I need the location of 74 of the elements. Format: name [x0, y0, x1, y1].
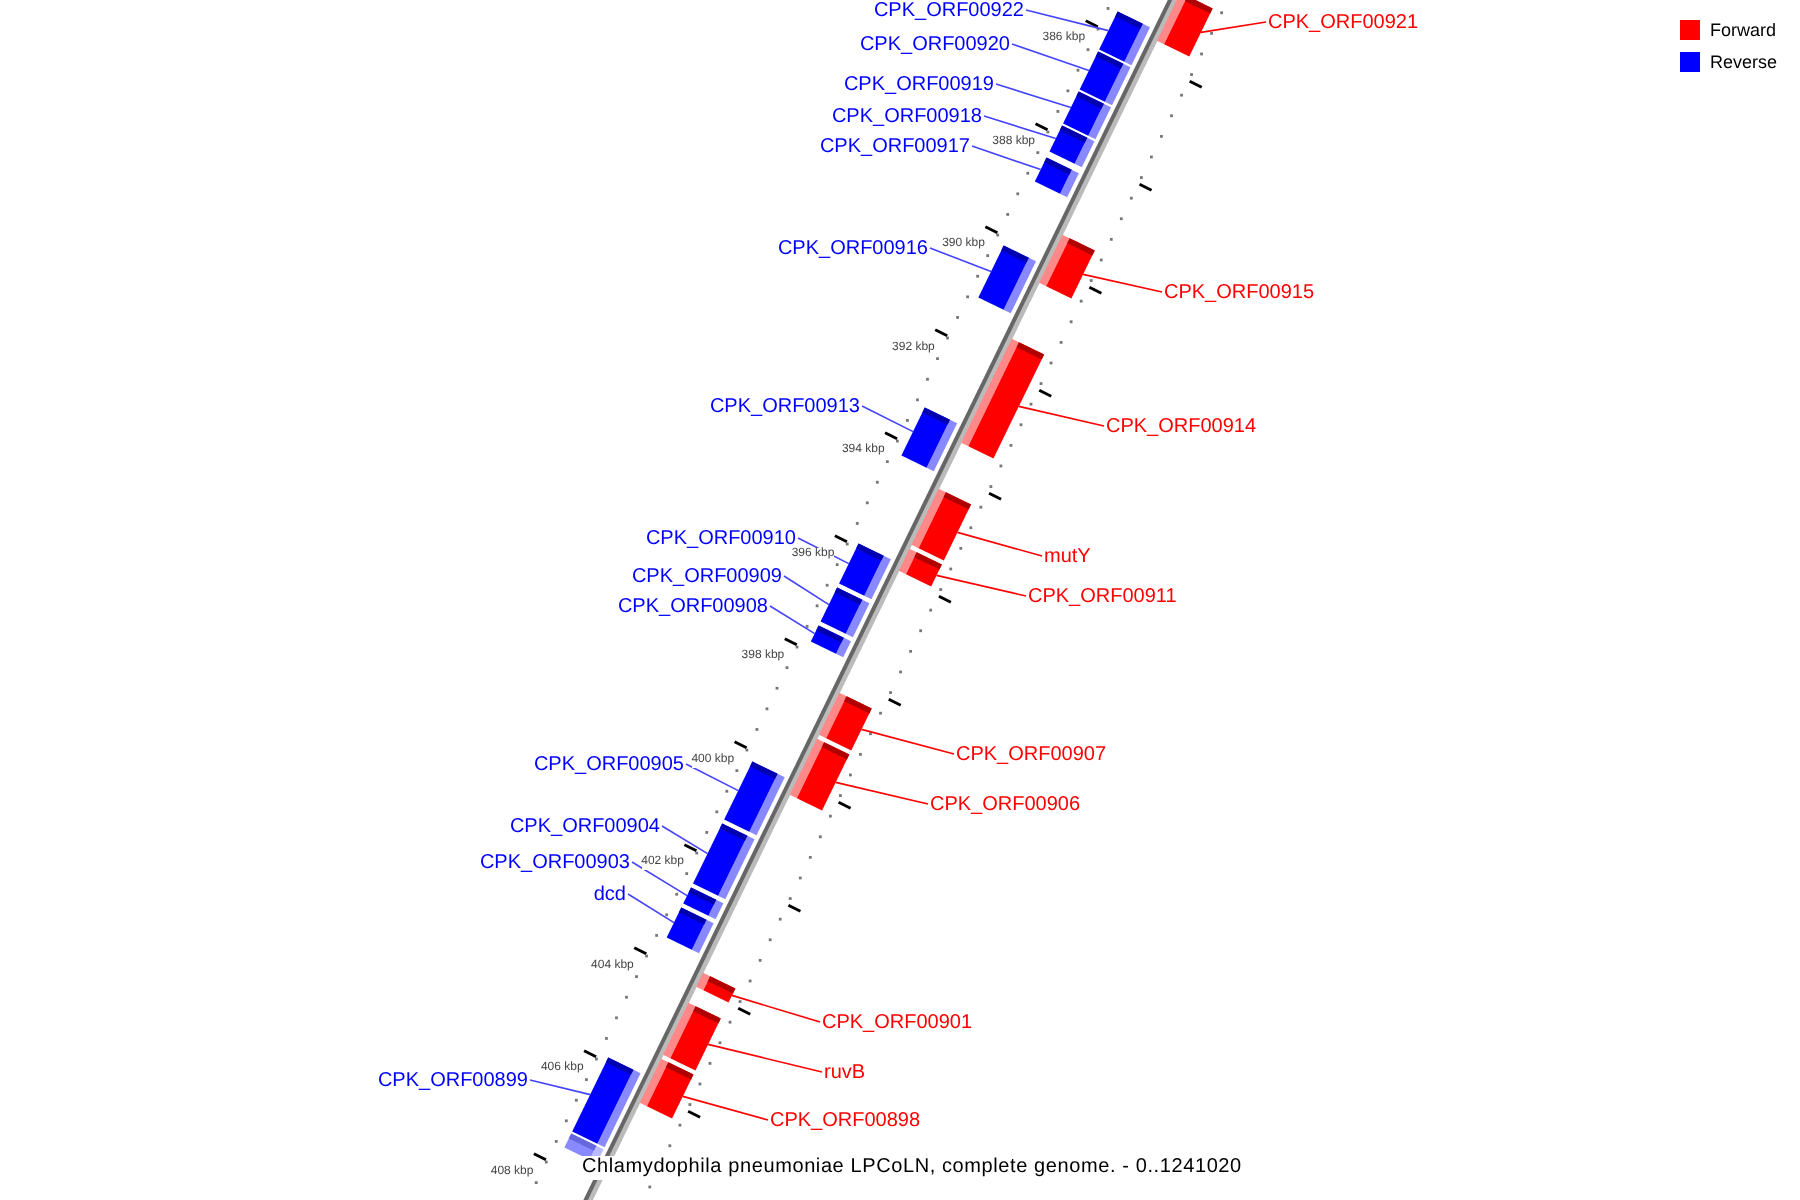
leader-line: [627, 893, 675, 924]
gene-block: [1099, 11, 1150, 66]
gene-label: CPK_ORF00922: [873, 0, 1024, 23]
leader-line: [707, 1043, 823, 1073]
leader-line: [1200, 21, 1267, 34]
leader-line: [681, 1095, 769, 1121]
gene-block: [789, 738, 850, 811]
gene-label: CPK_ORF00911: [1028, 583, 1177, 609]
legend-label: Reverse: [1710, 51, 1778, 73]
gene-block: [724, 761, 785, 836]
gene-label: CPK_ORF00919: [843, 71, 994, 97]
gene-block: [1079, 51, 1131, 106]
gene-block: [901, 407, 958, 472]
gene-block: [818, 692, 872, 751]
gene-label: CPK_ORF00903: [479, 849, 630, 875]
gene-label: dcd: [593, 881, 626, 907]
leader-line: [631, 861, 688, 897]
leader-line: [1011, 43, 1090, 72]
gene-label: CPK_ORF00915: [1164, 279, 1315, 305]
leader-line: [783, 575, 830, 606]
gene-label: CPK_ORF00917: [819, 133, 970, 159]
gene-block: [639, 1058, 694, 1119]
gene-block: [820, 587, 870, 638]
leader-line: [731, 994, 821, 1023]
gene-label: CPK_ORF00907: [956, 741, 1107, 767]
gene-block: [978, 245, 1037, 314]
gene-label: ruvB: [824, 1059, 866, 1085]
gene-block: [1049, 125, 1095, 168]
leader-line: [1025, 9, 1110, 32]
gene-label: CPK_ORF00904: [509, 813, 660, 839]
gene-label: mutY: [1044, 543, 1091, 569]
gene-block: [666, 907, 714, 954]
gene-label: CPK_ORF00921: [1268, 9, 1419, 35]
leader-line: [529, 1079, 591, 1096]
leader-line: [685, 763, 740, 792]
leader-line: [995, 83, 1072, 109]
leader-line: [983, 115, 1057, 140]
gene-block: [911, 488, 972, 561]
gene-block: [1034, 157, 1079, 198]
leader-line: [661, 825, 709, 855]
gene-label: CPK_ORF00910: [645, 525, 796, 551]
gene-block: [1156, 0, 1213, 57]
gene-block: [810, 625, 851, 658]
gene-label: CPK_ORF00918: [831, 103, 982, 129]
gene-block: [839, 543, 891, 600]
gene-block: [663, 1002, 721, 1071]
gene-label: CPK_ORF00914: [1106, 413, 1257, 439]
gene-label: CPK_ORF00908: [617, 593, 768, 619]
gene-block: [961, 338, 1045, 459]
leader-line: [860, 728, 955, 755]
leader-line: [1082, 273, 1163, 293]
gene-block: [692, 823, 755, 900]
leader-line: [769, 605, 816, 635]
gene-label: CPK_ORF00901: [822, 1009, 973, 1035]
leader-line: [861, 405, 914, 433]
caption: Chlamydophila pneumoniae LPCoLN, complete genome. - 0..1241020: [580, 1156, 1244, 1180]
gene-label: CPK_ORF00909: [631, 563, 782, 589]
gene-label: CPK_ORF00913: [709, 393, 860, 419]
gene-block: [898, 548, 942, 587]
leader-line: [1018, 405, 1105, 427]
legend-label: Forward: [1710, 19, 1777, 41]
leader-line: [834, 781, 929, 805]
gene-label: CPK_ORF00920: [859, 31, 1010, 57]
gene-label: CPK_ORF00905: [533, 751, 684, 777]
leader-line: [929, 247, 992, 273]
gene-block: [696, 972, 736, 1003]
gene-label: CPK_ORF00899: [377, 1067, 528, 1093]
gene-label: CPK_ORF00898: [770, 1107, 921, 1133]
gene-block: [1039, 234, 1095, 299]
leader-line: [956, 531, 1043, 557]
leader-line: [935, 574, 1027, 597]
leader-line: [971, 145, 1042, 171]
gene-label: CPK_ORF00916: [777, 235, 928, 261]
gene-label: CPK_ORF00906: [930, 791, 1081, 817]
